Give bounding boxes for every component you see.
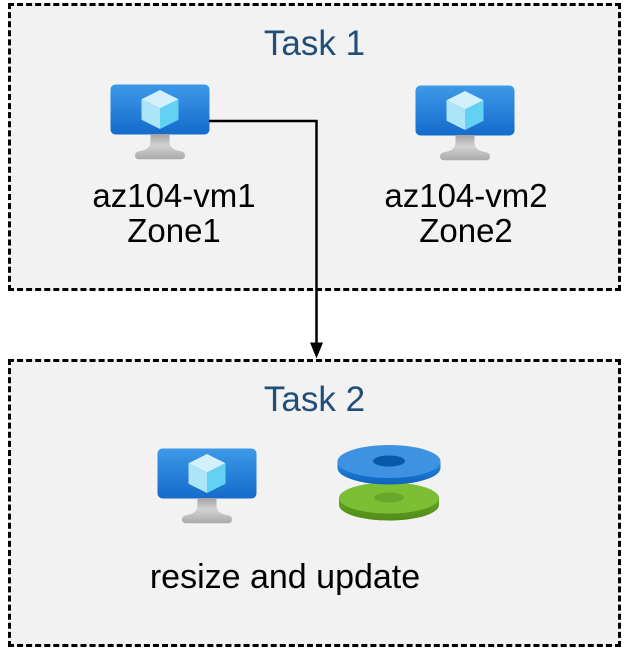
- task1-title: Task 1: [263, 24, 366, 63]
- vm1-label: az104-vm1 Zone1: [64, 178, 284, 248]
- vm2-virtual-machine-icon: [415, 85, 515, 161]
- vm2-label: az104-vm2 Zone2: [356, 178, 576, 248]
- vm1-name: az104-vm1: [92, 177, 256, 214]
- task2-virtual-machine-icon: [157, 448, 257, 524]
- task1-group-box: Task 1 az104-vm1 Zone1 az104-vm2 Zone2: [8, 3, 621, 291]
- vm2-zone: Zone2: [419, 212, 513, 249]
- task2-caption: resize and update: [149, 558, 421, 596]
- connector-arrowhead-icon: [310, 342, 323, 359]
- disks-icon: [337, 444, 441, 522]
- vm1-zone: Zone1: [127, 212, 221, 249]
- vm2-name: az104-vm2: [384, 177, 548, 214]
- vm1-virtual-machine-icon: [110, 84, 210, 160]
- task2-group-box: Task 2 resize and update: [8, 359, 621, 647]
- task2-title: Task 2: [263, 380, 366, 419]
